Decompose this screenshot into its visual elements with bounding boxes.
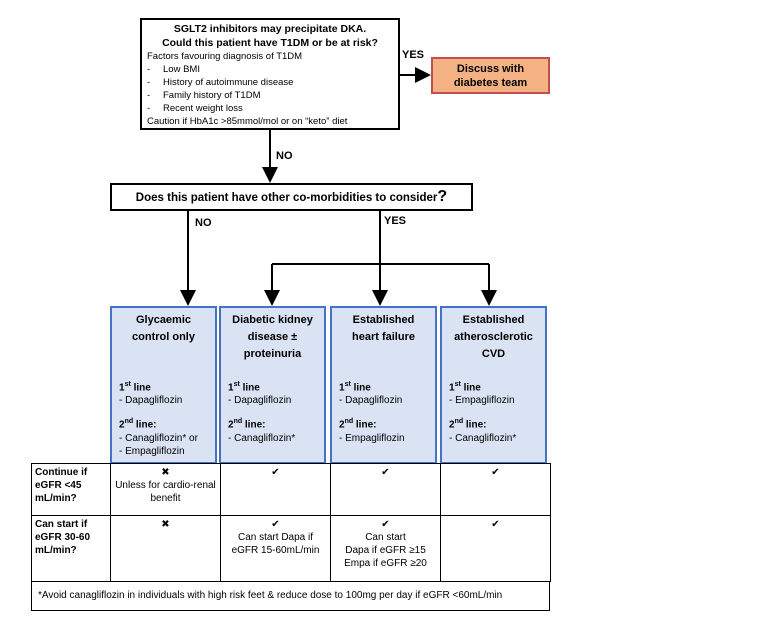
table-row: Continue if eGFR <45 mL/min? ✖ Unless fo… [31,463,551,516]
table-cell: ✔ [440,463,551,516]
caution-text: Caution if HbA1c >85mmol/mol or on “keto… [147,116,348,127]
first-line-drug: - Empagliflozin [449,395,515,407]
no-branch-label: NO [195,217,212,229]
table-row: Can start if eGFR 30-60 mL/min? ✖ ✔ Can … [31,515,551,582]
column-title: Glycaemic control only [132,314,195,343]
discuss-diabetes-team-box: Discuss with diabetes team [431,57,550,94]
discuss-line2: diabetes team [453,77,528,89]
column-heart-failure: Established heart failure 1st line - Dap… [330,306,437,464]
first-line-label: 1st line [339,381,371,394]
second-line-drug: - Empagliflozin [119,445,185,457]
second-line-drug: - Canagliflozin* [228,432,296,444]
factor-item: -History of autoimmune disease [147,77,294,88]
check-mark-icon: ✔ [381,519,390,530]
cross-mark-icon: ✖ [161,519,170,530]
first-line-label: 1st line [119,381,151,394]
column-title: Diabetic kidney disease ± proteinuria [232,314,313,360]
table-cell: ✔ [440,515,551,582]
table-cell: ✖ [110,515,221,582]
check-mark-icon: ✔ [271,519,280,530]
check-mark-icon: ✔ [491,519,500,530]
factor-item: -Family history of T1DM [147,90,261,101]
second-line-drug: - Canagliflozin* or [119,432,198,444]
first-line-label: 1st line [228,381,260,394]
column-glycaemic-control: Glycaemic control only 1st line - Dapagl… [110,306,217,464]
comorbidities-question-box: Does this patient have other co-morbidit… [110,183,473,211]
first-line-drug: - Dapagliflozin [228,395,292,407]
cell-note: Can start Dapa if eGFR 15-60mL/min [231,532,320,556]
column-diabetic-kidney-disease: Diabetic kidney disease ± proteinuria 1s… [219,306,326,464]
first-line-drug: - Dapagliflozin [339,395,403,407]
yes-branch-label: YES [384,215,407,227]
check-mark-icon: ✔ [491,467,500,478]
check-mark-icon: ✔ [381,467,390,478]
column-title: Established atherosclerotic CVD [454,314,533,360]
table-cell: ✖ Unless for cardio-renal benefit [110,463,221,516]
discuss-line1: Discuss with [456,63,525,75]
row-header-continue: Continue if eGFR <45 mL/min? [31,463,111,516]
row-header-can-start: Can start if eGFR 30-60 mL/min? [31,515,111,582]
table-cell: ✔ [330,463,441,516]
cell-note: Dapa if eGFR ≥15 [345,545,426,556]
dka-risk-box: SGLT2 inhibitors may precipitate DKA. Co… [140,18,400,130]
first-line-label: 1st line [449,381,481,394]
dka-title-line1: SGLT2 inhibitors may precipitate DKA. [173,23,367,35]
second-line-label: 2nd line: [228,418,266,431]
second-line-label: 2nd line: [119,418,157,431]
second-line-drug: - Empagliflozin [339,432,405,444]
table-cell: ✔ Can start Dapa if eGFR 15-60mL/min [220,515,331,582]
factors-heading: Factors favouring diagnosis of T1DM [147,51,303,62]
yes-label: YES [402,49,425,61]
cell-note: Empa if eGFR ≥20 [344,558,427,569]
cell-note: Unless for cardio-renal benefit [115,480,216,504]
second-line-drug: - Canagliflozin* [449,432,517,444]
table-cell: ✔ Can start Dapa if eGFR ≥15 Empa if eGF… [330,515,441,582]
factor-item: -Low BMI [147,64,200,75]
check-mark-icon: ✔ [271,467,280,478]
second-line-label: 2nd line: [339,418,377,431]
egfr-table: Continue if eGFR <45 mL/min? ✖ Unless fo… [31,463,551,582]
no-label: NO [276,150,293,162]
column-title: Established heart failure [352,314,415,343]
question-text: Does this patient have other co-morbidit… [135,192,438,204]
footnote: *Avoid canagliflozin in individuals with… [31,581,550,611]
table-cell: ✔ [220,463,331,516]
question-mark: ? [437,188,448,205]
cross-mark-icon: ✖ [161,467,170,478]
cell-note: Can start [365,532,406,543]
dka-title-line2: Could this patient have T1DM or be at ri… [162,37,378,49]
factor-item: -Recent weight loss [147,103,243,114]
second-line-label: 2nd line: [449,418,487,431]
column-atherosclerotic-cvd: Established atherosclerotic CVD 1st line… [440,306,547,464]
first-line-drug: - Dapagliflozin [119,395,183,407]
